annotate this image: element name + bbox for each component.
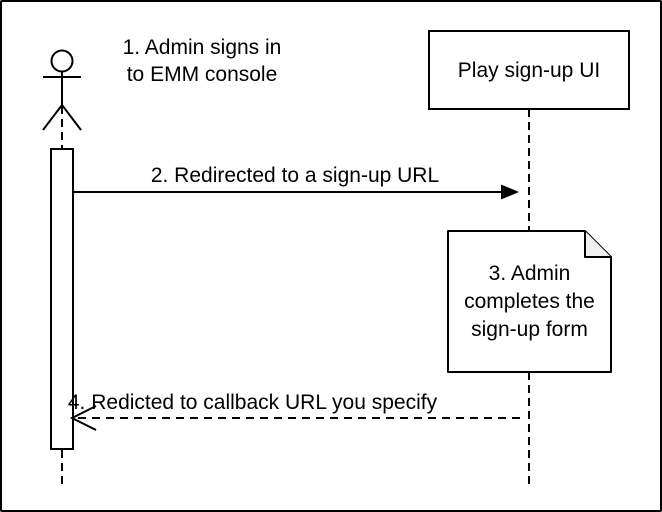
note-fold xyxy=(585,231,611,257)
actor-label: 1. Admin signs in to EMM console xyxy=(102,34,302,88)
participant-box xyxy=(428,30,630,110)
actor-leg-left xyxy=(42,104,63,131)
actor-label-line-1: 1. Admin signs in xyxy=(122,36,282,59)
actor-head xyxy=(50,49,74,73)
message-2-arrowhead xyxy=(501,184,519,200)
message-2-label: 2. Redirected to a sign-up URL xyxy=(150,164,440,187)
message-4-label: 4. Redicted to callback URL you specify xyxy=(67,391,438,414)
note-label-line-1: 3. Admin xyxy=(488,261,571,285)
actor-leg-right xyxy=(61,104,82,131)
message-4-arrowhead xyxy=(69,405,97,431)
note-label: 3. Admin completes the sign-up form xyxy=(448,231,611,372)
note-label-line-3: sign-up form xyxy=(471,317,588,341)
actor-figure xyxy=(42,49,82,131)
note-label-line-2: completes the xyxy=(464,289,595,313)
admin-activation-bar xyxy=(50,148,74,450)
note-shape xyxy=(447,230,612,373)
participant-label: Play sign-up UI xyxy=(457,58,601,82)
message-4-arrow xyxy=(69,405,522,431)
message-2-arrow xyxy=(73,184,519,200)
actor-label-line-2: to EMM console xyxy=(126,63,278,86)
